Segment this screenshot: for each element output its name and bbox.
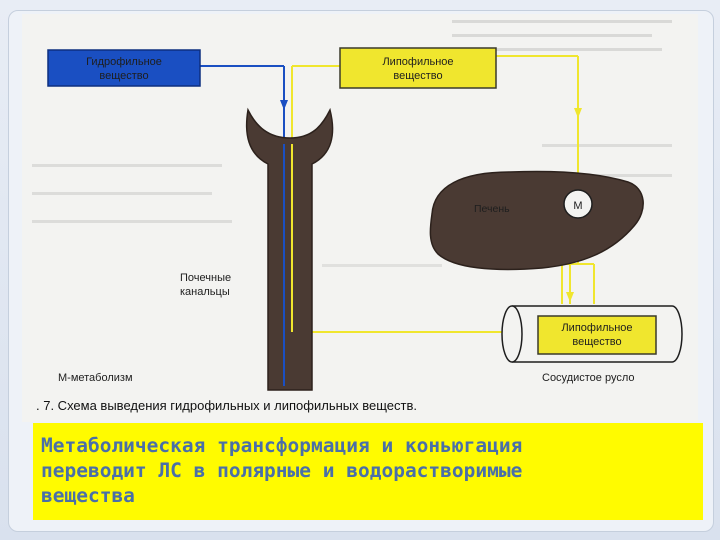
banner-text-line1: Метаболическая трансформация и коньюгаци… (41, 434, 523, 457)
hydrophilic-substance-box (47, 49, 201, 87)
metabolism-legend: М-метаболизм (58, 372, 133, 384)
liver-shape (429, 170, 644, 271)
figure-caption: . 7. Схема выведения гидрофильных и липо… (36, 398, 417, 413)
kidney-tubule-shape (245, 107, 334, 391)
lipophilic-vessel-label-line1: Липофильное (561, 322, 632, 334)
lipophilic-substance-box-vessel (537, 315, 657, 355)
lipophilic-top-label-line2: вещество (393, 70, 442, 82)
hydrophilic-label-line1: Гидрофильное (86, 56, 162, 68)
excretion-diagram: Гидрофильное вещество Липофильное вещест… (32, 20, 683, 413)
scanned-figure: Гидрофильное вещество Липофильное вещест… (22, 14, 698, 422)
arrow-down-icon (566, 292, 574, 302)
hydrophilic-label-line2: вещество (99, 70, 148, 82)
kidney-label-line1: Почечные (180, 272, 231, 284)
conclusion-banner: Метаболическая трансформация и коньюгаци… (33, 423, 703, 520)
arrow-down-icon (574, 108, 582, 118)
vessel-label: Сосудистое русло (542, 372, 635, 384)
arrow-down-icon (280, 100, 288, 110)
background-text-noise (32, 20, 672, 267)
liver-label: Печень (474, 203, 510, 215)
kidney-label-line2: канальцы (180, 286, 230, 298)
metabolism-marker-label: М (573, 200, 582, 212)
lipophilic-vessel-label-line2: вещество (572, 336, 621, 348)
blood-vessel (501, 305, 683, 363)
lipophilic-substance-box-top (339, 47, 497, 89)
lipophilic-top-label-line1: Липофильное (382, 56, 453, 68)
banner-text-line2: переводит ЛС в полярные и водорастворимы… (41, 459, 523, 482)
metabolism-marker-circle (563, 189, 593, 219)
banner-text-line3: вещества (41, 484, 135, 507)
